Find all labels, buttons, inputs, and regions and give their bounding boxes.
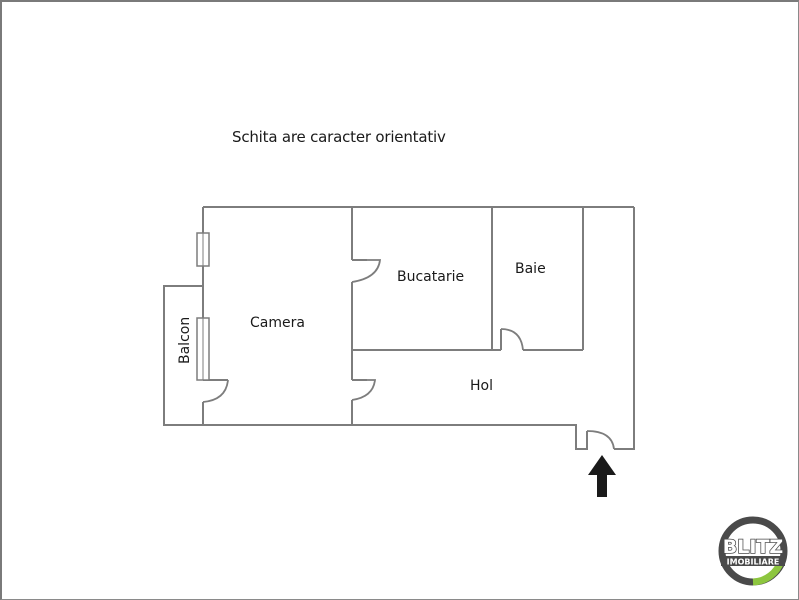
room-label-bucatarie: Bucatarie [397,269,464,285]
room-label-balcon: Balcon [177,317,193,364]
room-label-baie: Baie [515,261,546,277]
wall-bottom-right [614,207,635,450]
door-arc-balcony [202,379,229,403]
logo-brand-text: BLITZ [723,536,783,558]
balcony-outline [163,285,203,426]
door-arc-bucatarie [351,259,382,283]
room-label-camera: Camera [250,315,305,331]
arrow-up-icon [588,455,616,497]
room-label-hol: Hol [470,378,493,394]
logo-sub-text: IMOBILIARE [727,558,780,567]
blitz-imobiliare-logo: BLITZ IMOBILIARE [718,516,788,586]
wall-bottom [203,424,588,450]
door-arc-entrance [586,430,615,450]
door-arc-hol-camera [351,379,377,401]
disclaimer-caption: Schita are caracter orientativ [232,128,446,146]
door-arc-baie [500,328,524,351]
